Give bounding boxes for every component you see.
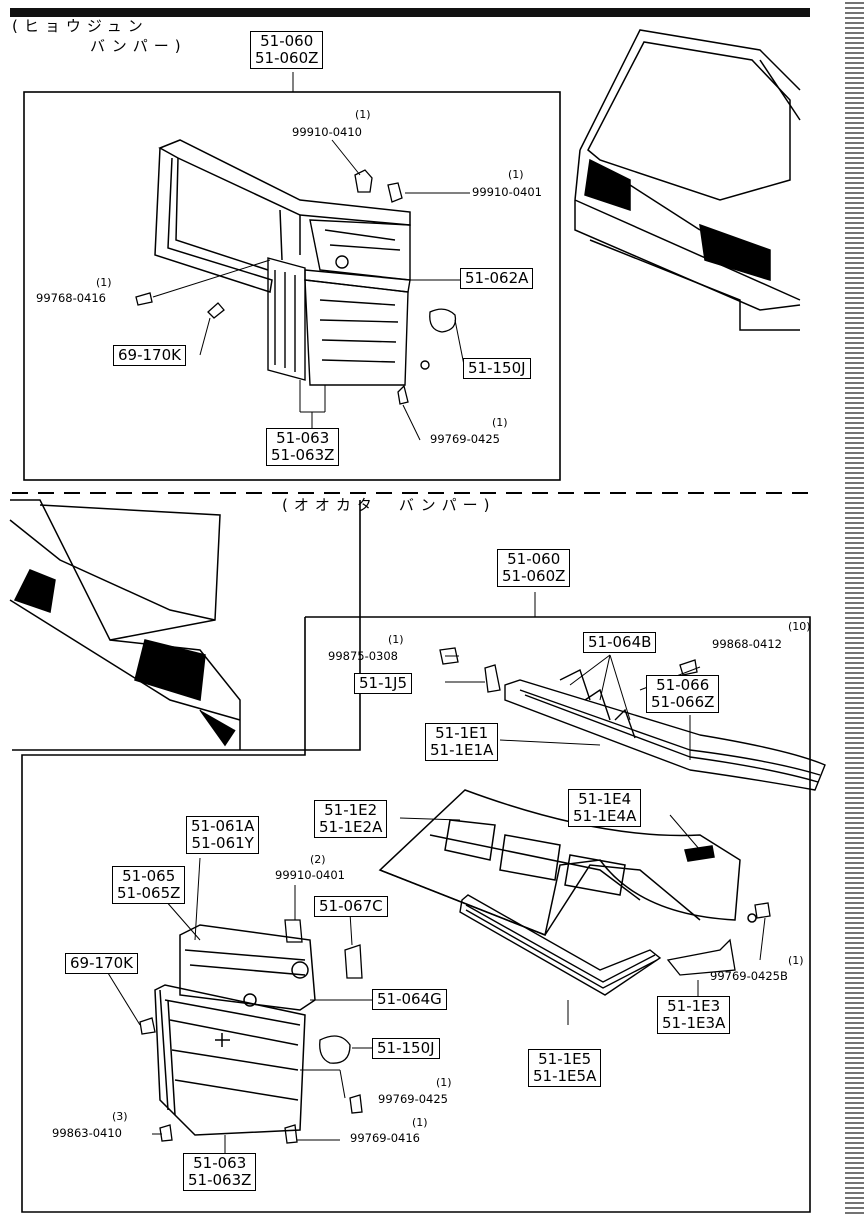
large-part-150J-box[interactable]: 51-150J [372,1038,440,1059]
large-screw-425B-qty: (1) [788,954,804,967]
upper-leader-lines [152,72,470,441]
large-part-170K-box[interactable]: 69-170K [65,953,138,974]
standard-bolt-401-qty: (1) [508,168,524,181]
lower-garnish-strip [504,669,826,791]
standard-bolt-401-number[interactable]: 99910-0401 [472,185,542,199]
upper-front-lens [304,269,430,386]
upper-frame [23,91,561,481]
large-screw-412-qty: (10) [788,620,811,633]
large-screw-425B-number[interactable]: 99769-0425B [710,969,788,983]
top-rule [10,8,810,17]
large-bolt-401-number[interactable]: 99910-0401 [275,868,345,882]
standard-part-150J-box[interactable]: 51-150J [463,358,531,379]
upper-hardware [135,169,457,405]
standard-screw-425-qty: (1) [492,416,508,429]
upper-side-lens [267,257,306,381]
lower-bracket [666,938,736,976]
standard-bumper-heading-cont: バンパー) [90,37,187,55]
upper-car-illustration [574,29,801,331]
lower-reflector-strip [459,894,662,996]
large-part-067C-box[interactable]: 51-067C [314,896,388,917]
upper-lamp-housing [309,219,411,281]
upper-bezel-frame [154,139,411,293]
standard-part-062A-box[interactable]: 51-062A [460,268,534,289]
standard-bolt-410-qty: (1) [355,108,371,121]
lower-lamp-housing [179,924,316,1011]
lower-frame [21,616,811,1213]
scan-edge [845,0,864,1214]
large-screw-425-qty: (1) [436,1076,452,1089]
large-part-1J5-box[interactable]: 51-1J5 [354,673,413,694]
large-screw-416-number[interactable]: 99769-0416 [350,1131,420,1145]
lower-front-lens [154,984,306,1136]
lower-garnish-panel [378,789,757,937]
large-screw-308-qty: (1) [388,633,404,646]
standard-bumper-heading: (ヒョウジュン [12,17,149,35]
standard-screw-416-qty: (1) [96,276,112,289]
large-screw-308-number[interactable]: 99875-0308 [328,649,398,663]
large-screw-412-number[interactable]: 99868-0412 [712,637,782,651]
standard-screw-425-number[interactable]: 99769-0425 [430,432,500,446]
large-part-064G-box[interactable]: 51-064G [372,989,447,1010]
large-screw-425-number[interactable]: 99769-0425 [378,1092,448,1106]
large-bolt-401-qty: (2) [310,853,326,866]
large-bumper-heading: (オオカタ バンパー) [282,496,496,514]
large-screw-416-qty: (1) [412,1116,428,1129]
standard-part-170K-box[interactable]: 69-170K [113,345,186,366]
large-part-064B-box[interactable]: 51-064B [583,632,657,653]
large-screw-410-qty: (3) [112,1110,128,1123]
lower-car-illustration [9,499,361,751]
standard-bolt-410-number[interactable]: 99910-0410 [292,125,362,139]
standard-screw-416-number[interactable]: 99768-0416 [36,291,106,305]
lower-leader-lines [107,654,766,1153]
large-screw-410-number[interactable]: 99863-0410 [52,1126,122,1140]
